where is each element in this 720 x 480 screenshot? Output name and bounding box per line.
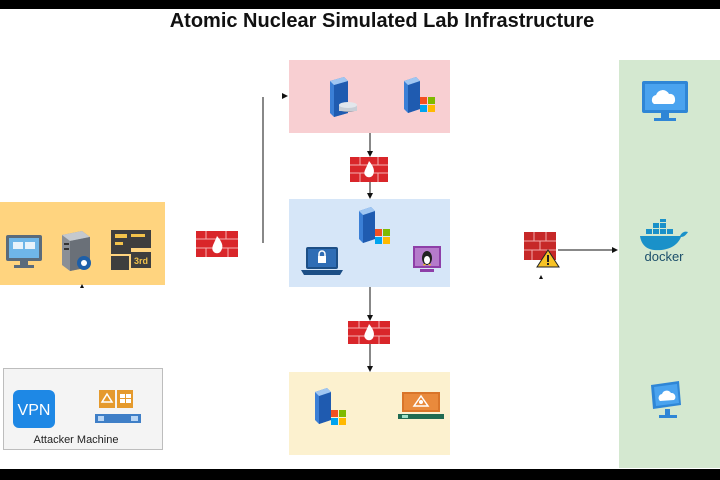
docker-label: docker <box>644 249 684 264</box>
vpn-label: VPN <box>18 402 51 419</box>
firewall-icon <box>196 231 238 257</box>
small-marker-left <box>80 284 84 288</box>
docker-icon: docker <box>640 219 688 264</box>
dmz-top-zone <box>289 60 450 133</box>
server-icon <box>62 231 91 271</box>
laptop-lock-icon <box>301 247 343 275</box>
small-marker-right <box>539 275 543 279</box>
diagram-title: Atomic Nuclear Simulated Lab Infrastruct… <box>169 10 595 32</box>
network-appliance-icon <box>95 390 141 423</box>
monitor-icon <box>6 235 42 268</box>
cloud-monitor-icon <box>642 81 688 121</box>
id-card-icon: 3rd <box>111 230 151 270</box>
network-appliance-icon <box>398 392 444 419</box>
top-black-bar <box>0 0 720 9</box>
linux-desktop-icon <box>413 246 441 272</box>
windows-server-icon <box>315 388 346 425</box>
windows-server-icon <box>359 207 390 244</box>
firewall-icon <box>350 157 388 182</box>
windows-server-icon <box>404 77 435 113</box>
database-server-icon <box>330 77 357 117</box>
badge-3rd-label: 3rd <box>134 256 148 266</box>
cloud-monitor-icon <box>651 381 681 418</box>
firewall-icon <box>348 321 390 344</box>
warning-firewall-icon <box>524 232 560 268</box>
attacker-machine-label: Attacker Machine <box>33 434 119 446</box>
vpn-icon: VPN <box>13 390 55 428</box>
bottom-black-bar <box>0 469 720 480</box>
